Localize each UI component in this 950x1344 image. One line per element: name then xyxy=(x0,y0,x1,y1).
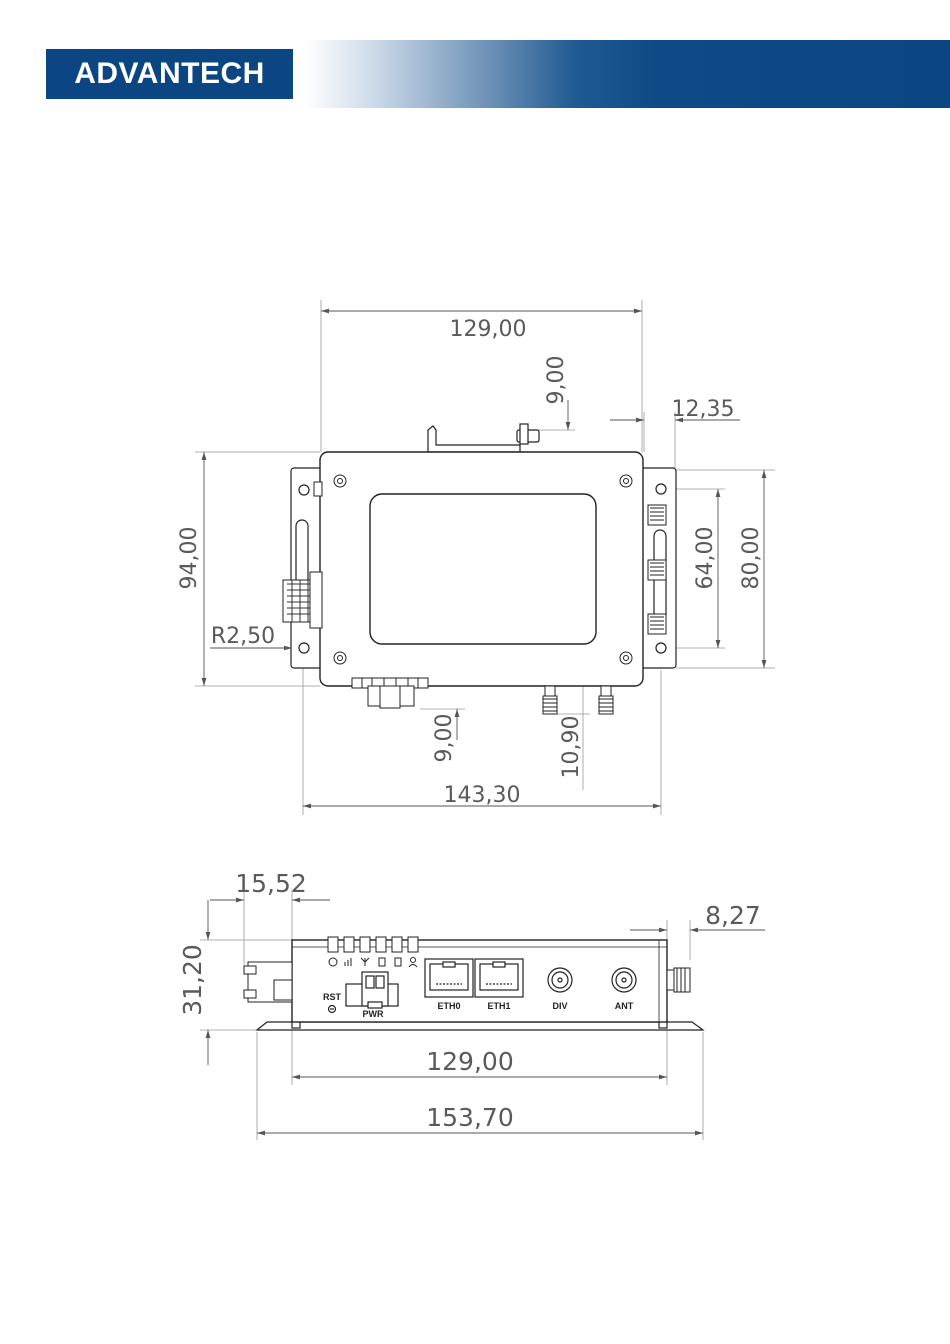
dim-total-width: 153,70 xyxy=(426,1103,513,1132)
dim-width-top: 129,00 xyxy=(450,317,527,342)
dim-connector-depth: 15,52 xyxy=(235,869,307,898)
dim-ear-height: 80,00 xyxy=(739,527,764,590)
label-reset: RST xyxy=(323,992,342,1002)
label-ant: ANT xyxy=(615,1001,634,1011)
dim-rail-offset: 9,00 xyxy=(544,356,569,405)
dim-height-left: 94,00 xyxy=(177,527,202,590)
dim-radius: R2,50 xyxy=(211,624,275,649)
dim-body-width: 129,00 xyxy=(426,1047,513,1076)
dim-hole-spacing: 64,00 xyxy=(693,527,718,590)
dim-ear-offset: 12,35 xyxy=(672,397,735,422)
dim-width-bottom: 143,30 xyxy=(444,783,521,808)
label-eth1: ETH1 xyxy=(487,1001,510,1011)
label-div: DIV xyxy=(552,1001,567,1011)
dim-height: 31,20 xyxy=(178,944,207,1016)
label-power: PWR xyxy=(363,1009,384,1019)
front-view: RST PWR ETH0 ETH1 DIV ANT 15,52 8,27 31,… xyxy=(178,869,765,1140)
top-view: 129,00 9,00 12,35 94,00 R2,50 64,00 80,0… xyxy=(177,300,775,815)
dim-connector-offset: 9,00 xyxy=(432,714,457,763)
label-eth0: ETH0 xyxy=(437,1001,460,1011)
dim-antenna-depth: 8,27 xyxy=(705,901,761,930)
dim-antenna-offset: 10,90 xyxy=(559,716,584,779)
